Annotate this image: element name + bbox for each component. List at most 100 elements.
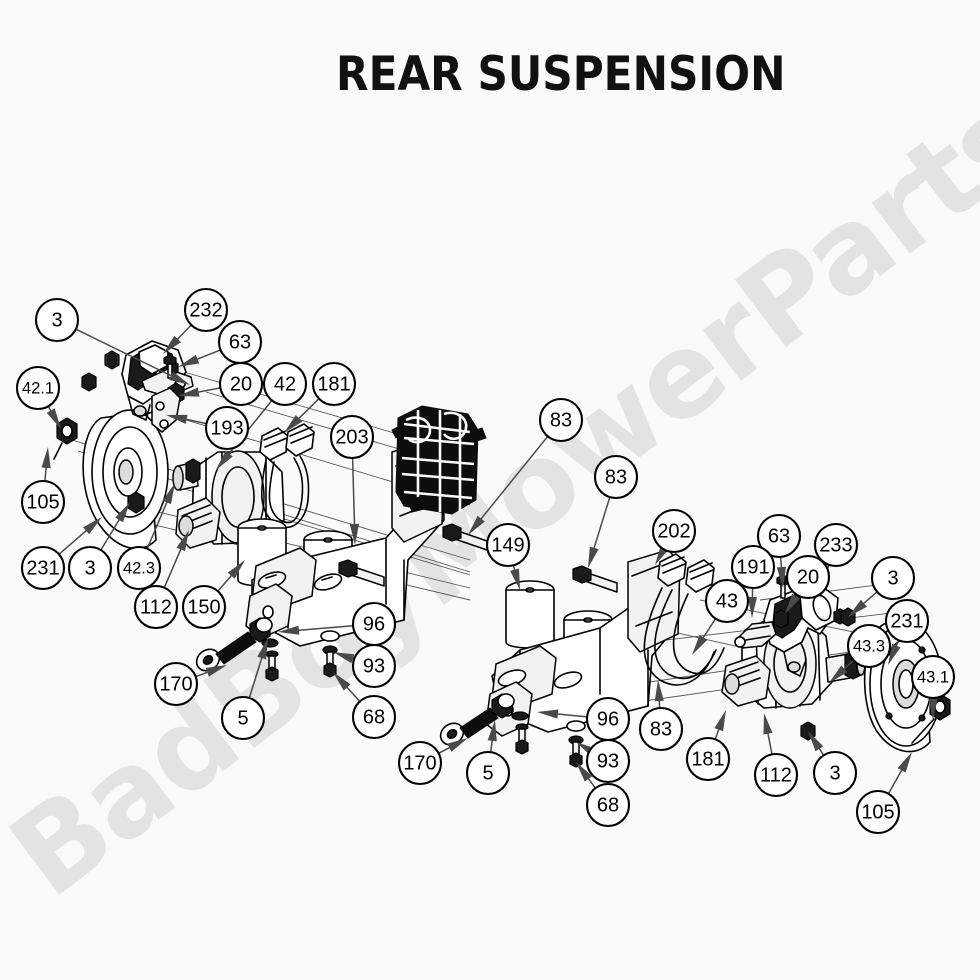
callout-number: 181: [317, 374, 350, 396]
leader-arrowhead: [576, 762, 593, 782]
callout-bubble[interactable]: [585, 782, 631, 828]
callout-bubble[interactable]: [538, 397, 584, 443]
callout-42.3[interactable]: 42.3: [116, 483, 175, 591]
callout-bubble[interactable]: [34, 297, 80, 343]
callout-202[interactable]: 202: [651, 508, 697, 565]
callout-bubble[interactable]: [585, 738, 631, 784]
callout-5[interactable]: 5: [220, 638, 268, 741]
callout-83[interactable]: 83: [638, 680, 684, 752]
callout-bubble[interactable]: [20, 479, 66, 525]
callout-3[interactable]: 3: [34, 297, 190, 385]
callout-20[interactable]: 20: [178, 361, 264, 407]
callout-bubble[interactable]: [67, 545, 113, 591]
callout-191[interactable]: 191: [730, 544, 776, 618]
callout-number: 3: [84, 558, 95, 580]
callout-83[interactable]: 83: [468, 397, 584, 535]
leader-arrowhead: [83, 517, 102, 535]
callout-96[interactable]: 96: [537, 696, 631, 742]
callout-203[interactable]: 203: [329, 414, 375, 545]
callout-number: 149: [491, 535, 524, 557]
callout-112[interactable]: 112: [753, 713, 799, 798]
callout-149[interactable]: 149: [485, 522, 531, 590]
caliper-bolt-left: [163, 354, 177, 379]
callout-bubble[interactable]: [870, 555, 916, 601]
callout-bubble[interactable]: [351, 694, 397, 740]
callout-43.1[interactable]: 43.1: [910, 654, 956, 720]
callout-bubble[interactable]: [685, 736, 731, 782]
leader-arrowhead: [227, 560, 245, 579]
callout-bubble[interactable]: [485, 522, 531, 568]
callout-number: 3: [829, 763, 840, 785]
callout-bubble[interactable]: [133, 584, 179, 630]
callout-bubble[interactable]: [20, 545, 66, 591]
callout-bubble[interactable]: [730, 544, 776, 590]
callout-68[interactable]: 68: [576, 762, 631, 828]
callout-150[interactable]: 150: [181, 560, 245, 630]
callout-3[interactable]: 3: [808, 731, 858, 796]
callout-bubble[interactable]: [220, 695, 266, 741]
callout-bubble[interactable]: [329, 414, 375, 460]
callout-105[interactable]: 105: [855, 752, 912, 835]
callout-5[interactable]: 5: [465, 720, 511, 796]
callout-93[interactable]: 93: [333, 643, 397, 689]
callout-bubble[interactable]: [704, 578, 750, 624]
callout-bubble[interactable]: [756, 513, 802, 559]
callout-193[interactable]: 193: [166, 405, 250, 451]
callout-number: 83: [550, 410, 572, 432]
callout-20[interactable]: 20: [785, 554, 831, 614]
callout-bubble[interactable]: [262, 361, 308, 407]
callout-bubble[interactable]: [593, 454, 639, 500]
callout-bubble[interactable]: [465, 750, 511, 796]
leader-arrowhead: [510, 568, 520, 590]
callout-bubble[interactable]: [753, 752, 799, 798]
callout-181[interactable]: 181: [685, 710, 731, 782]
callout-bubble[interactable]: [204, 405, 250, 451]
callout-bubble[interactable]: [785, 554, 831, 600]
fastener-nut-left-upper: [104, 350, 120, 370]
callout-bubble[interactable]: [638, 706, 684, 752]
callout-bubble[interactable]: [397, 740, 443, 786]
callout-number: 191: [736, 557, 769, 579]
callout-bubble[interactable]: [910, 654, 956, 700]
callout-bubble[interactable]: [183, 287, 229, 333]
callout-number: 42.3: [123, 560, 155, 578]
callout-63[interactable]: 63: [756, 513, 802, 588]
callout-bubble[interactable]: [813, 522, 859, 568]
callout-83[interactable]: 83: [588, 454, 639, 568]
callout-bubble[interactable]: [218, 361, 264, 407]
callout-3[interactable]: 3: [848, 555, 916, 617]
callout-231[interactable]: 231: [20, 517, 102, 591]
callout-bubble[interactable]: [855, 789, 901, 835]
callout-bubble[interactable]: [651, 508, 697, 554]
bolt-83-mid: [338, 559, 385, 587]
callout-112[interactable]: 112: [133, 530, 189, 630]
callout-96[interactable]: 96: [278, 601, 397, 647]
callout-231[interactable]: 231: [884, 598, 930, 665]
callout-bubble[interactable]: [181, 584, 227, 630]
callout-170[interactable]: 170: [153, 661, 227, 707]
leader-arrowhead: [257, 638, 268, 660]
callout-number: 193: [210, 418, 243, 440]
callout-number: 233: [819, 535, 852, 557]
leader-arrowhead: [808, 731, 824, 752]
callout-42.1[interactable]: 42.1: [15, 365, 61, 429]
callout-3[interactable]: 3: [67, 502, 130, 591]
callout-232[interactable]: 232: [163, 287, 229, 354]
callout-bubble[interactable]: [153, 661, 199, 707]
callout-43[interactable]: 43: [692, 578, 750, 655]
callout-bubble[interactable]: [884, 598, 930, 644]
callout-bubble[interactable]: [311, 361, 357, 407]
callout-bubble[interactable]: [15, 365, 61, 411]
callout-43.3[interactable]: 43.3: [829, 623, 892, 683]
callout-170[interactable]: 170: [397, 738, 468, 786]
callout-bubble[interactable]: [846, 623, 892, 669]
callout-bubble[interactable]: [116, 545, 162, 591]
callout-93[interactable]: 93: [576, 738, 631, 784]
callout-181[interactable]: 181: [284, 361, 357, 433]
callout-bubble[interactable]: [351, 643, 397, 689]
callout-105[interactable]: 105: [20, 447, 66, 525]
callout-68[interactable]: 68: [333, 672, 397, 740]
callout-bubble[interactable]: [812, 750, 858, 796]
